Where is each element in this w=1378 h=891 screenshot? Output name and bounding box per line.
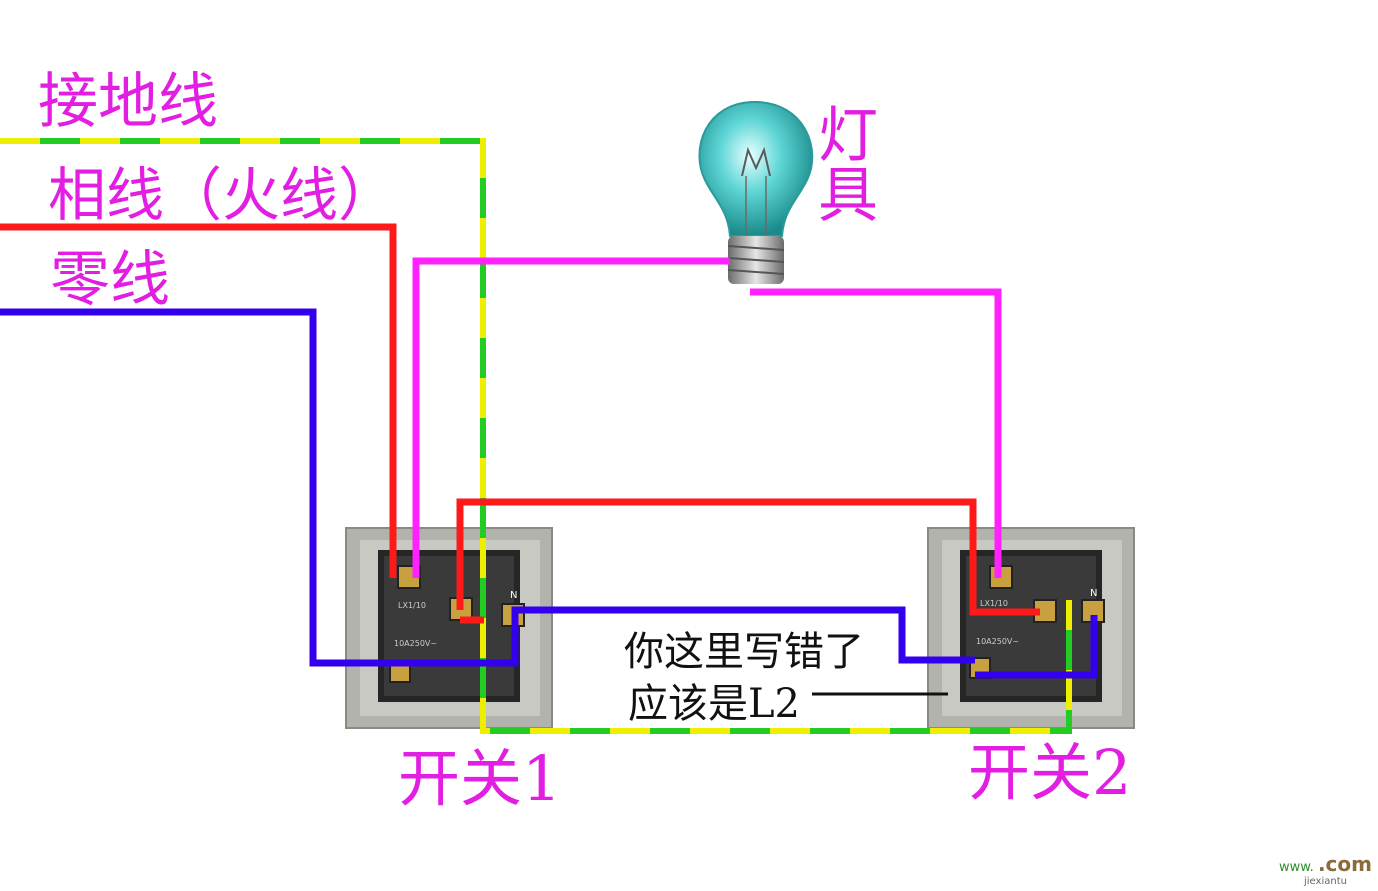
- watermark-domain: .com: [1317, 852, 1372, 876]
- lamp-wire: [412, 257, 1002, 578]
- switch-1: LX1/10 10A250V~ N: [345, 527, 553, 729]
- phase-wire: [0, 223, 1040, 624]
- switch-2: LX1/10 10A250V~ N: [927, 527, 1135, 729]
- switch-rating-text: 10A250V~: [394, 639, 437, 648]
- watermark: www. .com jiexiantu: [1279, 852, 1372, 887]
- terminal-n-text: N: [510, 590, 517, 601]
- switch-2-label: 开关2: [968, 736, 1132, 809]
- annotation-line1: 你这里写错了: [624, 629, 864, 675]
- switch-rating-text: 10A250V~: [976, 637, 1019, 646]
- light-bulb-icon: [698, 100, 814, 284]
- phase-wire-label: 相线（火线）: [48, 161, 397, 229]
- lamp-label-line1: 灯: [818, 101, 878, 171]
- switch-model-text: LX1/10: [980, 599, 1008, 608]
- ground-wire-label: 接地线: [38, 67, 218, 137]
- annotation-line2: 应该是L2: [628, 681, 801, 727]
- terminal-n-text: N: [1090, 588, 1097, 599]
- switch-model-text: LX1/10: [398, 601, 426, 610]
- ground-wire: [0, 138, 1072, 734]
- watermark-subtext: jiexiantu: [1304, 876, 1347, 887]
- neutral-wire: [0, 308, 1098, 679]
- lamp-label-line2: 具: [818, 161, 878, 231]
- switch-1-label: 开关1: [398, 742, 562, 815]
- watermark-site: www.: [1278, 860, 1314, 875]
- neutral-wire-label: 零线: [50, 245, 170, 315]
